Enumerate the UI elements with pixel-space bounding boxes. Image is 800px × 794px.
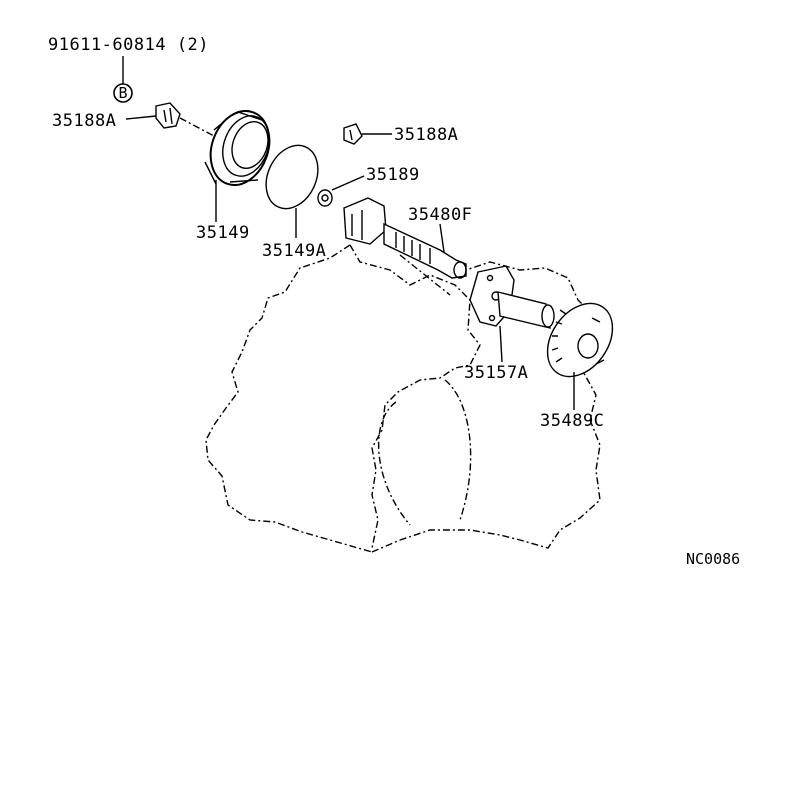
bolt-marker-label: B xyxy=(118,84,127,102)
callout-seal: 35149 xyxy=(196,223,250,243)
o-ring-part xyxy=(265,144,319,210)
bolt-marker: B xyxy=(113,83,133,103)
nut-part xyxy=(317,189,333,207)
callout-clip-left: 35188A xyxy=(52,111,116,131)
callout-nut: 35189 xyxy=(366,165,420,185)
oil-seal-part xyxy=(204,110,271,186)
driven-gear-part xyxy=(546,302,614,378)
callout-shaft: 35480F xyxy=(408,205,472,225)
transmission-case xyxy=(205,244,601,553)
shaft-part xyxy=(343,197,467,296)
clip-left-part xyxy=(155,102,215,137)
callout-o-ring: 35149A xyxy=(262,241,326,261)
clip-right-part xyxy=(343,123,363,145)
reference-code: NC0086 xyxy=(686,550,740,568)
callout-bolt: 91611-60814 (2) xyxy=(48,35,209,55)
leader-lines xyxy=(122,56,575,410)
callout-gear-housing: 35157A xyxy=(464,363,528,383)
callout-clip-right: 35188A xyxy=(394,125,458,145)
gear-housing-part xyxy=(469,265,555,329)
callout-gear: 35489C xyxy=(540,411,604,431)
